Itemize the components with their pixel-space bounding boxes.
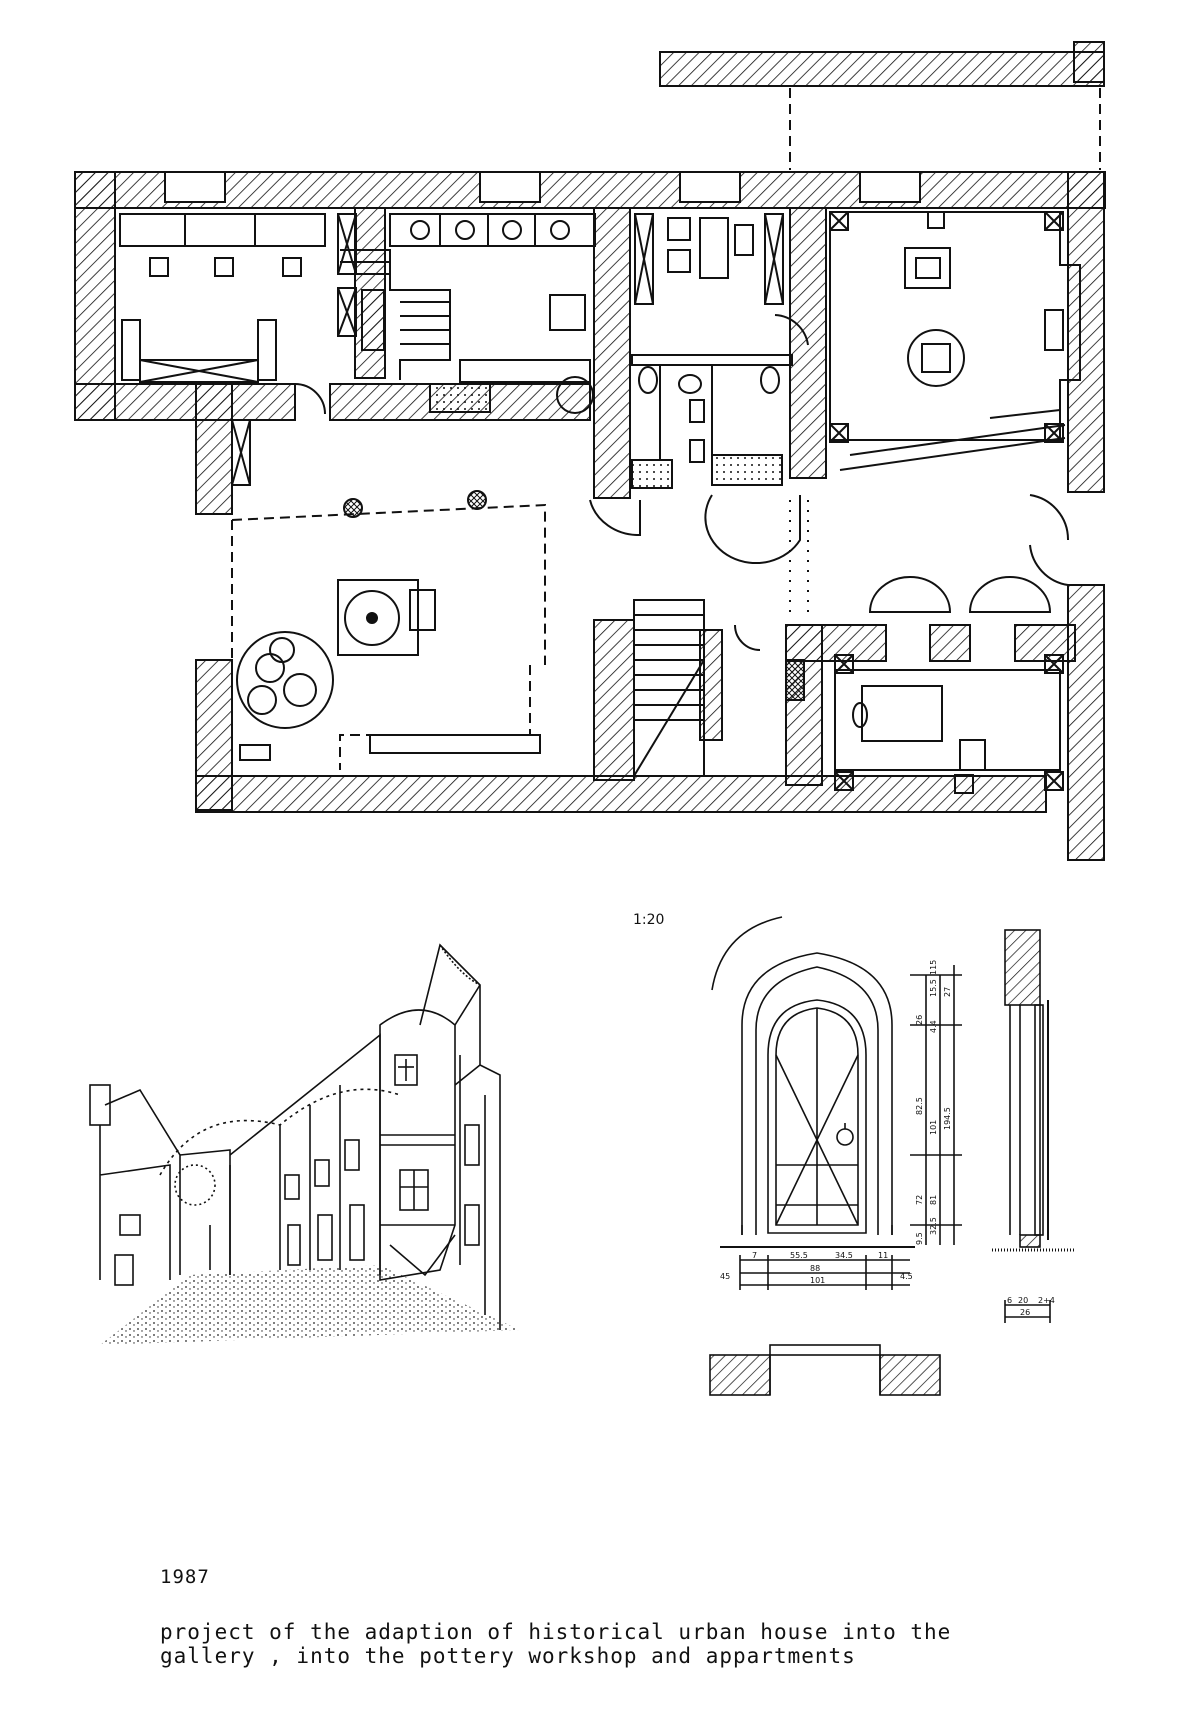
caption-line-2: gallery , into the pottery workshop and … [160,1644,856,1668]
room-stairs [340,213,596,414]
dim-h-4: 45 [720,1272,730,1281]
dim-h-2: 34.5 [835,1251,853,1260]
door-leaf [767,999,867,1234]
dim-h-3: 11 [878,1251,888,1260]
dim-h-1: 55.5 [790,1251,808,1260]
dim-v-6: 101 [929,1120,938,1135]
main-staircase [633,599,723,777]
floor-plan [74,41,1106,861]
door-frame [741,952,893,1235]
room-wc [631,213,793,463]
dim-s-3: 26 [1020,1308,1030,1317]
dim-v-0: 115 [929,960,938,975]
dim-v-11: 9.5 [915,1232,924,1245]
dim-h-6: 101 [810,1276,825,1285]
dim-v-9: 81 [929,1195,938,1205]
dim-v-7: 194.5 [943,1107,952,1130]
dim-v-2: 27 [943,987,952,997]
street-perspective-sketch [89,943,520,1345]
dim-v-3: 26 [915,1015,924,1025]
dim-v-1: 15.5 [929,979,938,997]
door-knocker [836,1128,854,1146]
room-gallery-main [231,419,546,770]
dim-s-1: 20 [1018,1296,1028,1305]
outer-walls [74,171,1106,861]
project-caption: project of the adaption of historical ur… [160,1620,1120,1668]
dim-v-8: 72 [915,1195,924,1205]
dim-v-5: 82.5 [915,1097,924,1115]
dim-s-0: 6 [1007,1296,1012,1305]
dim-h-5: 88 [810,1264,820,1273]
dim-v-4: 4.4 [929,1020,938,1033]
door-detail-drawing: 115 15.5 27 26 4.4 82.5 101 194.5 72 81 … [709,916,1075,1396]
room-bottom-right [834,654,1064,794]
dim-h-0: 7 [752,1251,757,1260]
neighbour-wall [659,51,1105,87]
dim-h-7: 4.5 [900,1272,913,1281]
dim-s-2: 2+4 [1038,1296,1055,1305]
room-gallery-left [119,213,357,383]
room-top-right [829,211,1081,471]
doors [294,314,1070,651]
caption-line-1: project of the adaption of historical ur… [160,1620,952,1644]
project-year: 1987 [160,1566,210,1588]
dim-v-10: 32.5 [929,1217,938,1235]
scale-label: 1:20 [633,912,665,928]
window-niches [164,171,921,203]
